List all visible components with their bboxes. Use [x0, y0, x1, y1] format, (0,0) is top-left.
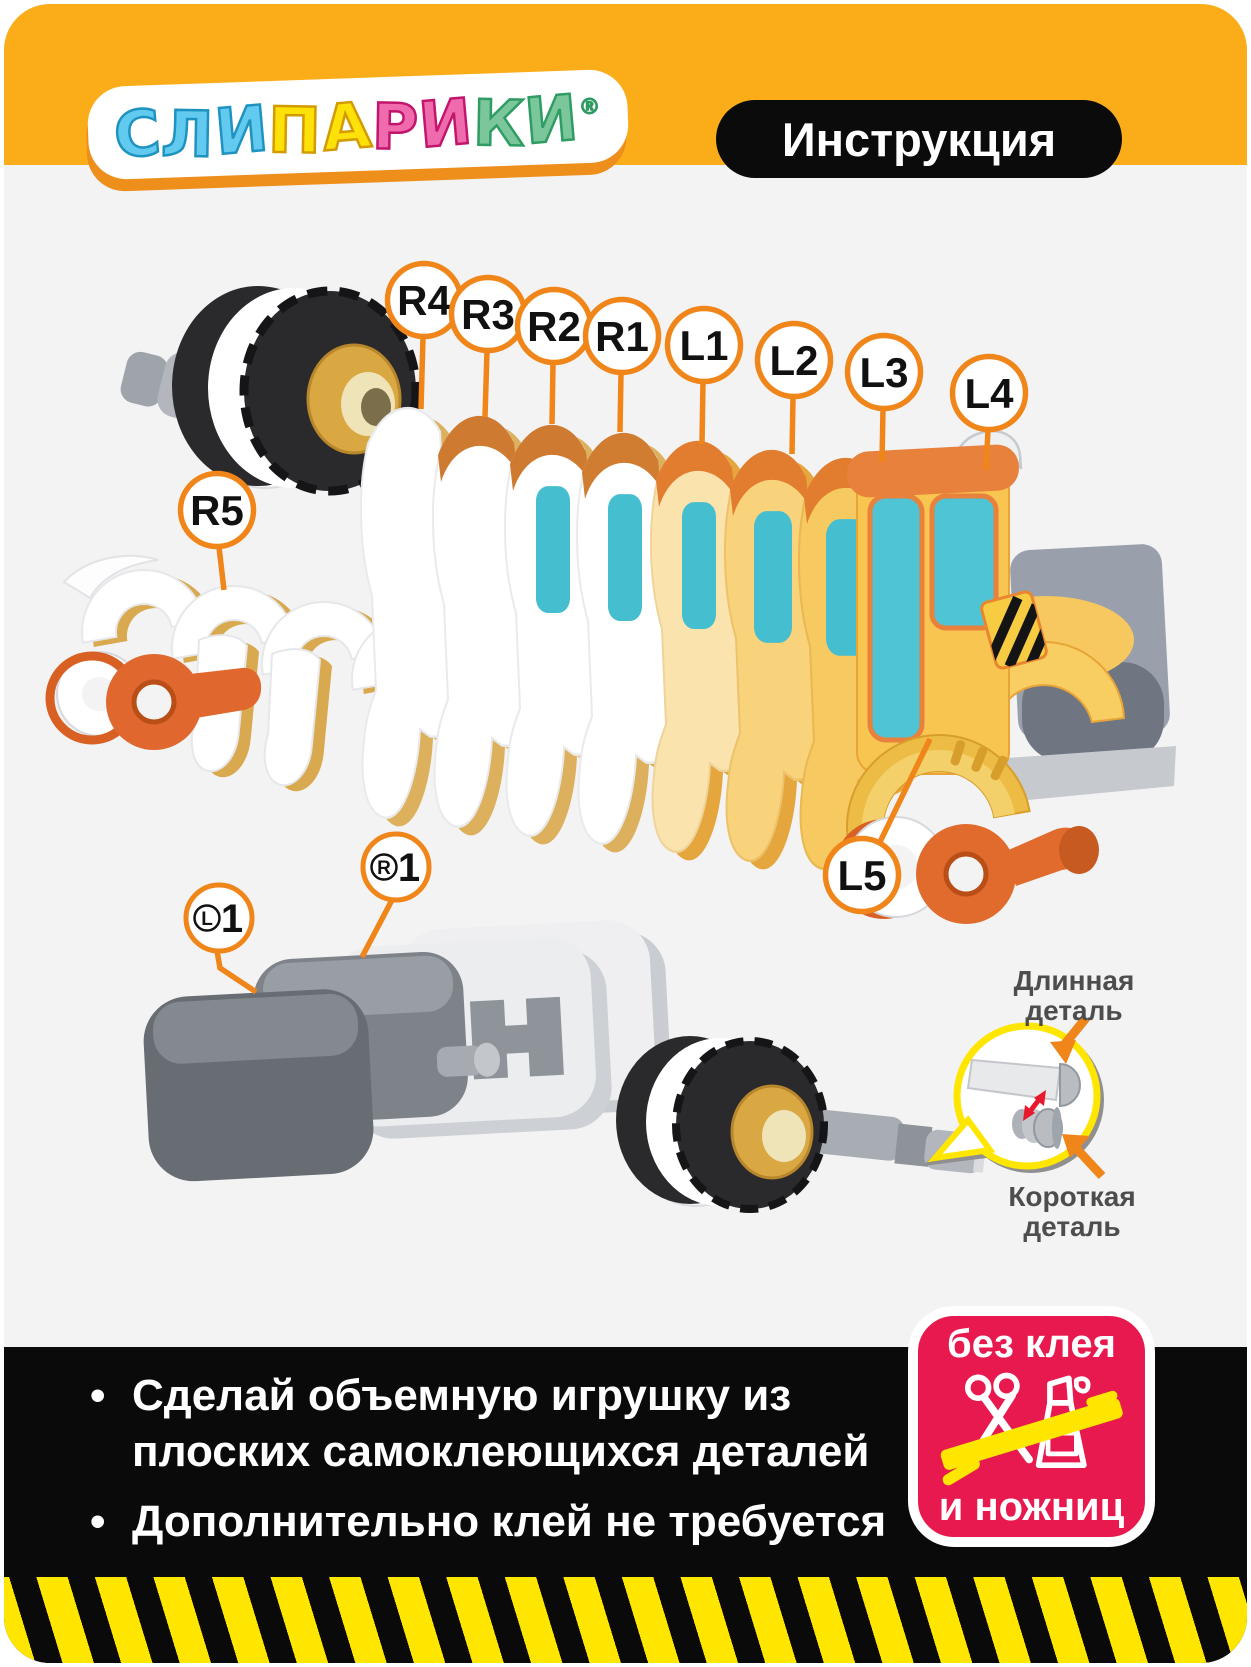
tractor-assembled: [834, 429, 1176, 924]
svg-text:1: 1: [398, 846, 420, 890]
logo-letter: И: [210, 91, 272, 171]
pin-callout-bubble: [923, 1022, 1104, 1173]
part-label-r1: R1: [582, 296, 662, 376]
short-part-label-line1: Короткая: [1008, 1181, 1135, 1212]
svg-text:L4: L4: [964, 370, 1014, 417]
registered-mark: ®: [578, 94, 602, 121]
left-hub-rings: [45, 651, 262, 750]
svg-text:R: R: [377, 858, 391, 879]
compare-arrow: [1023, 1090, 1046, 1121]
badge-line1: без клея: [947, 1322, 1116, 1366]
front-wheel: [172, 286, 421, 496]
yellow-cross-stroke: [940, 1390, 1123, 1485]
logo-letter: А: [318, 87, 376, 167]
svg-text:L5: L5: [837, 852, 886, 899]
part-label-r4: R4: [384, 260, 464, 340]
instruction-title-pill: Инструкция: [716, 100, 1122, 178]
svg-text:R4: R4: [397, 277, 451, 324]
svg-text:R1: R1: [595, 313, 649, 360]
brand-logo: СЛИПАРИКИ®: [86, 68, 630, 181]
svg-text:1: 1: [221, 897, 243, 941]
rear-wheel: [616, 1036, 828, 1213]
long-part-label-line1: Длинная: [1014, 965, 1135, 996]
slice-l2: [723, 449, 850, 870]
svg-text:R5: R5: [190, 487, 244, 534]
block-label-l1: L 1: [183, 882, 255, 954]
callout-texts: Длинная деталь Короткая деталь: [1008, 965, 1135, 1242]
logo-letter: Р: [370, 89, 421, 165]
short-part-label-line2: деталь: [1023, 1211, 1120, 1242]
bullet-text: Сделай объемную игрушку из плоских самок…: [132, 1371, 870, 1476]
instruction-title: Инструкция: [781, 112, 1057, 166]
logo-letter: Л: [160, 96, 217, 172]
part-label-r5: R5: [177, 470, 257, 550]
callout-arrows: [1050, 1015, 1106, 1180]
footer-bullets: • Сделай объемную игрушку из плоских сам…: [90, 1368, 890, 1564]
sheet-card: Длинная деталь Короткая деталь: [4, 4, 1247, 1663]
part-label-l2: L2: [754, 320, 834, 400]
svg-text:R2: R2: [527, 303, 581, 350]
logo-letter: И: [521, 80, 583, 160]
bullet-item: • Дополнительно клей не требуется: [90, 1494, 890, 1550]
svg-text:R3: R3: [461, 291, 515, 338]
block-label-r1: R 1: [360, 831, 432, 903]
fender-l5: [846, 734, 1031, 845]
leader-lines: [214, 336, 991, 995]
no-glue-badge: без клея: [908, 1306, 1155, 1547]
svg-text:L: L: [201, 909, 213, 930]
part-label-l4: L4: [949, 353, 1029, 433]
part-label-r2: R2: [514, 286, 594, 366]
part-label-r3: R3: [448, 274, 528, 354]
slice-row: [359, 407, 924, 878]
bullet-text: Дополнительно клей не требуется: [132, 1496, 887, 1546]
block-assembly: [143, 920, 671, 1182]
badge-line2: и ножниц: [938, 1485, 1125, 1529]
hazard-stripes: [4, 1577, 1247, 1663]
logo-letter: К: [471, 85, 527, 161]
bullet-item: • Сделай объемную игрушку из плоских сам…: [90, 1368, 890, 1480]
long-part-label-line2: деталь: [1025, 995, 1122, 1026]
logo-letter: И: [415, 83, 477, 163]
svg-text:L3: L3: [859, 349, 908, 396]
part-label-l5: L5: [822, 835, 902, 915]
scissors-glue-icon: [940, 1372, 1123, 1485]
block-labels: L 1 R 1: [183, 831, 432, 954]
bullet-marker: •: [90, 1496, 106, 1546]
part-label-l3: L3: [844, 332, 924, 412]
assembly-diagram: Длинная деталь Короткая деталь: [45, 260, 1176, 1242]
logo-letter: П: [267, 92, 325, 168]
part-labels: R4 R3 R2 R1 L1: [177, 260, 1029, 915]
svg-text:L2: L2: [769, 337, 818, 384]
logo-letter: С: [110, 95, 166, 174]
svg-text:L1: L1: [679, 322, 728, 369]
bullet-marker: •: [90, 1371, 106, 1420]
long-pin: [966, 1058, 1081, 1108]
part-label-l1: L1: [664, 305, 744, 385]
